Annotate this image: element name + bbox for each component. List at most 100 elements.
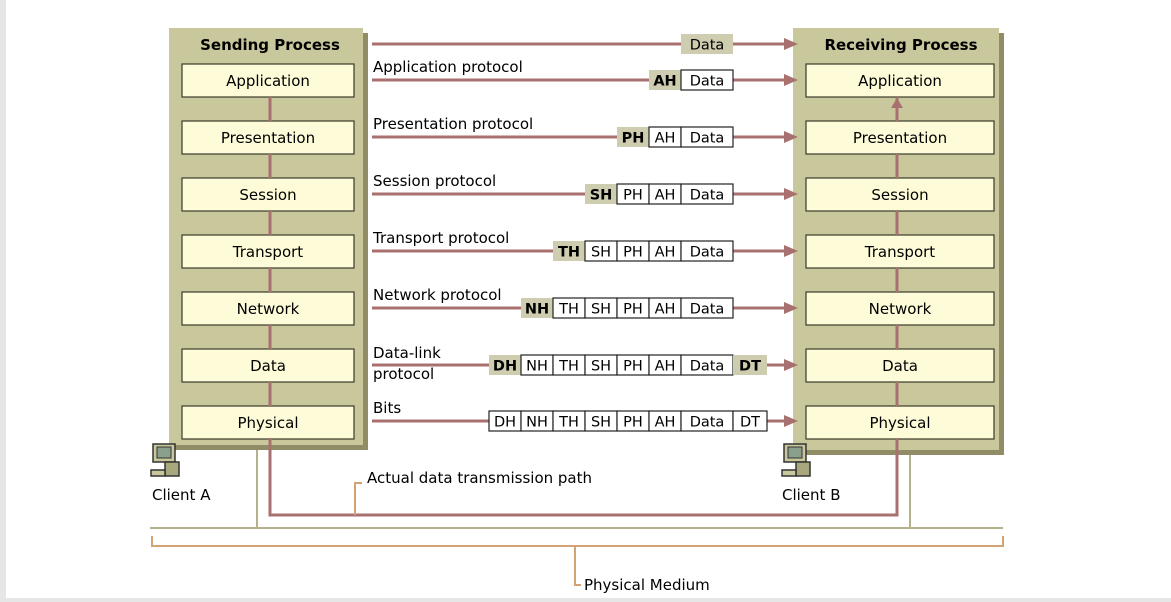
header-cell-dh: DH — [488, 410, 522, 432]
layer-box — [805, 291, 995, 326]
sending-layer-application: Application — [181, 63, 355, 98]
layer-box — [181, 405, 355, 440]
header-cell-data: Data — [680, 410, 734, 432]
arrow-head-icon — [784, 188, 798, 200]
protocol-label: Network protocol — [373, 286, 502, 304]
header-cell-ah: AH — [649, 70, 681, 90]
cell-box — [680, 183, 734, 205]
layer-box — [805, 120, 995, 155]
cell-label: TH — [558, 245, 580, 261]
receiving-layer-transport: Transport — [805, 234, 995, 269]
sending-layer-physical: Physical — [181, 405, 355, 440]
cell-label: DT — [740, 415, 760, 431]
cell-label: AH — [655, 245, 676, 261]
sending-layer-presentation: Presentation — [181, 120, 355, 155]
protocol-label-line2: protocol — [373, 365, 434, 383]
header-cell-dt: DT — [732, 410, 768, 432]
arrow-head-icon — [784, 245, 798, 257]
header-cell-data: Data — [680, 354, 734, 376]
header-cell-th: TH — [552, 297, 586, 319]
protocol-label: Application protocol — [373, 58, 523, 76]
header-cell-ph: PH — [616, 354, 650, 376]
cell-label: Data — [690, 188, 725, 204]
header-cell-data: Data — [680, 183, 734, 205]
header-cell-ah: AH — [648, 354, 682, 376]
cell-box — [680, 69, 734, 91]
layer-label: Data — [250, 357, 286, 375]
receiving-process-title: Receiving Process — [824, 36, 977, 54]
layer-label: Application — [858, 72, 942, 90]
layer-label: Physical — [869, 414, 930, 432]
header-cell-ah: AH — [648, 126, 682, 148]
cell-shade — [553, 241, 585, 261]
header-cell-ph: PH — [616, 240, 650, 262]
header-cell-data: Data — [681, 34, 733, 54]
cell-label: AH — [655, 359, 676, 375]
protocol-label: Bits — [373, 399, 401, 417]
header-cell-dt: DT — [733, 355, 767, 375]
header-cell-sh: SH — [584, 297, 618, 319]
header-cell-ph: PH — [616, 297, 650, 319]
cell-label: SH — [591, 302, 611, 318]
cell-label: TH — [558, 302, 579, 318]
physical-medium: Physical Medium — [150, 450, 1004, 594]
sending-layer-data: Data — [181, 348, 355, 383]
arrow-head-icon — [784, 131, 798, 143]
medium-pointer — [574, 546, 581, 586]
cell-label: Data — [690, 302, 725, 318]
client-b: Client B — [781, 443, 840, 504]
cell-label: PH — [623, 359, 643, 375]
cell-label: PH — [622, 131, 645, 147]
cell-label: SH — [591, 245, 611, 261]
protocol-label: Session protocol — [373, 172, 496, 190]
sending-layer-network: Network — [181, 291, 355, 326]
cell-label: AH — [655, 188, 676, 204]
header-cell-th: TH — [552, 410, 586, 432]
layer-label: Session — [239, 186, 296, 204]
transmission-path-label: Actual data transmission path — [367, 469, 592, 487]
receiving-layer-presentation: Presentation — [805, 120, 995, 155]
cell-shade — [521, 298, 553, 318]
layer-box — [805, 177, 995, 212]
arrow-head-icon — [784, 359, 798, 371]
layer-box — [805, 348, 995, 383]
header-cell-th: TH — [553, 241, 585, 261]
header-cell-th: TH — [552, 354, 586, 376]
header-cell-sh: SH — [584, 354, 618, 376]
layer-box — [181, 63, 355, 98]
transmission-path-line — [268, 438, 899, 517]
layer-label: Data — [882, 357, 918, 375]
receiving-panel: Receiving Process ApplicationPresentatio… — [793, 28, 1004, 455]
cell-label: Data — [690, 415, 725, 431]
upward-arrow-icon — [891, 98, 903, 108]
header-cell-nh: NH — [520, 410, 554, 432]
layer-label: Network — [237, 300, 300, 318]
header-cell-nh: NH — [520, 354, 554, 376]
receiving-layer-data: Data — [805, 348, 995, 383]
header-cell-ph: PH — [616, 410, 650, 432]
cell-label: NH — [526, 415, 548, 431]
client-a-label: Client A — [152, 486, 211, 504]
medium-bracket — [151, 536, 1004, 547]
cell-label: DT — [739, 359, 761, 375]
receiving-layer-physical: Physical — [805, 405, 995, 440]
arrow-head-icon — [784, 302, 798, 314]
cell-label: SH — [591, 359, 611, 375]
header-cell-sh: SH — [584, 410, 618, 432]
cell-shade — [489, 355, 521, 375]
cell-box — [680, 240, 734, 262]
header-cell-ah: AH — [648, 183, 682, 205]
protocol-label: Data-link — [373, 344, 441, 362]
header-cell-sh: SH — [584, 240, 618, 262]
cell-label: SH — [591, 415, 611, 431]
cell-label: NH — [526, 359, 548, 375]
physical-medium-label: Physical Medium — [584, 576, 710, 594]
protocol-label: Presentation protocol — [373, 115, 533, 133]
cell-label: AH — [655, 415, 676, 431]
